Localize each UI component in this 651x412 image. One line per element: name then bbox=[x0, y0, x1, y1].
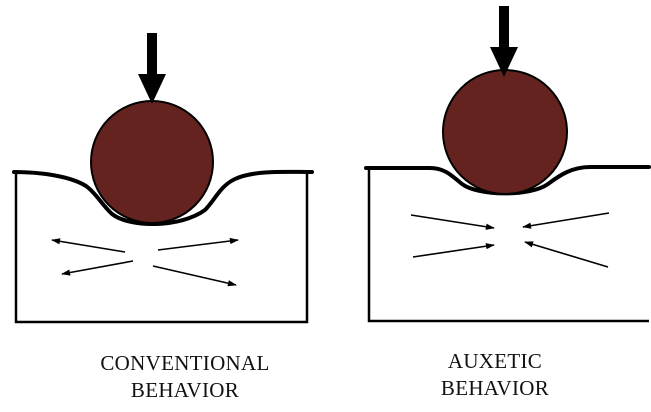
conventional-caption-line1: CONVENTIONAL bbox=[100, 351, 270, 375]
auxetic-caption-line2: BEHAVIOR bbox=[440, 376, 550, 400]
conventional-caption-line2: BEHAVIOR bbox=[130, 378, 240, 402]
conventional-container bbox=[14, 172, 309, 324]
conventional-surface bbox=[12, 169, 314, 227]
auxetic-arrow-upper-right bbox=[522, 212, 610, 229]
conventional-panel bbox=[12, 33, 314, 324]
conventional-arrow-upper-left bbox=[51, 238, 126, 253]
conventional-arrow-lower-right bbox=[152, 265, 237, 287]
auxetic-indenter-ball bbox=[442, 69, 568, 195]
conventional-arrow-lower-left bbox=[61, 260, 134, 276]
conventional-load-arrow-icon bbox=[138, 33, 166, 104]
auxetic-panel bbox=[364, 6, 651, 323]
auxetic-arrow-lower-right bbox=[524, 241, 609, 268]
conventional-caption: CONVENTIONAL BEHAVIOR bbox=[40, 350, 330, 404]
conventional-indenter-ball bbox=[90, 100, 214, 224]
auxetic-caption: AUXETIC BEHAVIOR bbox=[370, 348, 620, 402]
conventional-arrow-upper-right bbox=[157, 237, 239, 251]
auxetic-caption-line1: AUXETIC bbox=[447, 349, 543, 373]
auxetic-arrow-lower-left bbox=[412, 243, 495, 258]
auxetic-load-arrow-icon bbox=[490, 6, 518, 77]
auxetic-container bbox=[367, 168, 649, 323]
auxetic-arrow-upper-left bbox=[410, 214, 495, 230]
